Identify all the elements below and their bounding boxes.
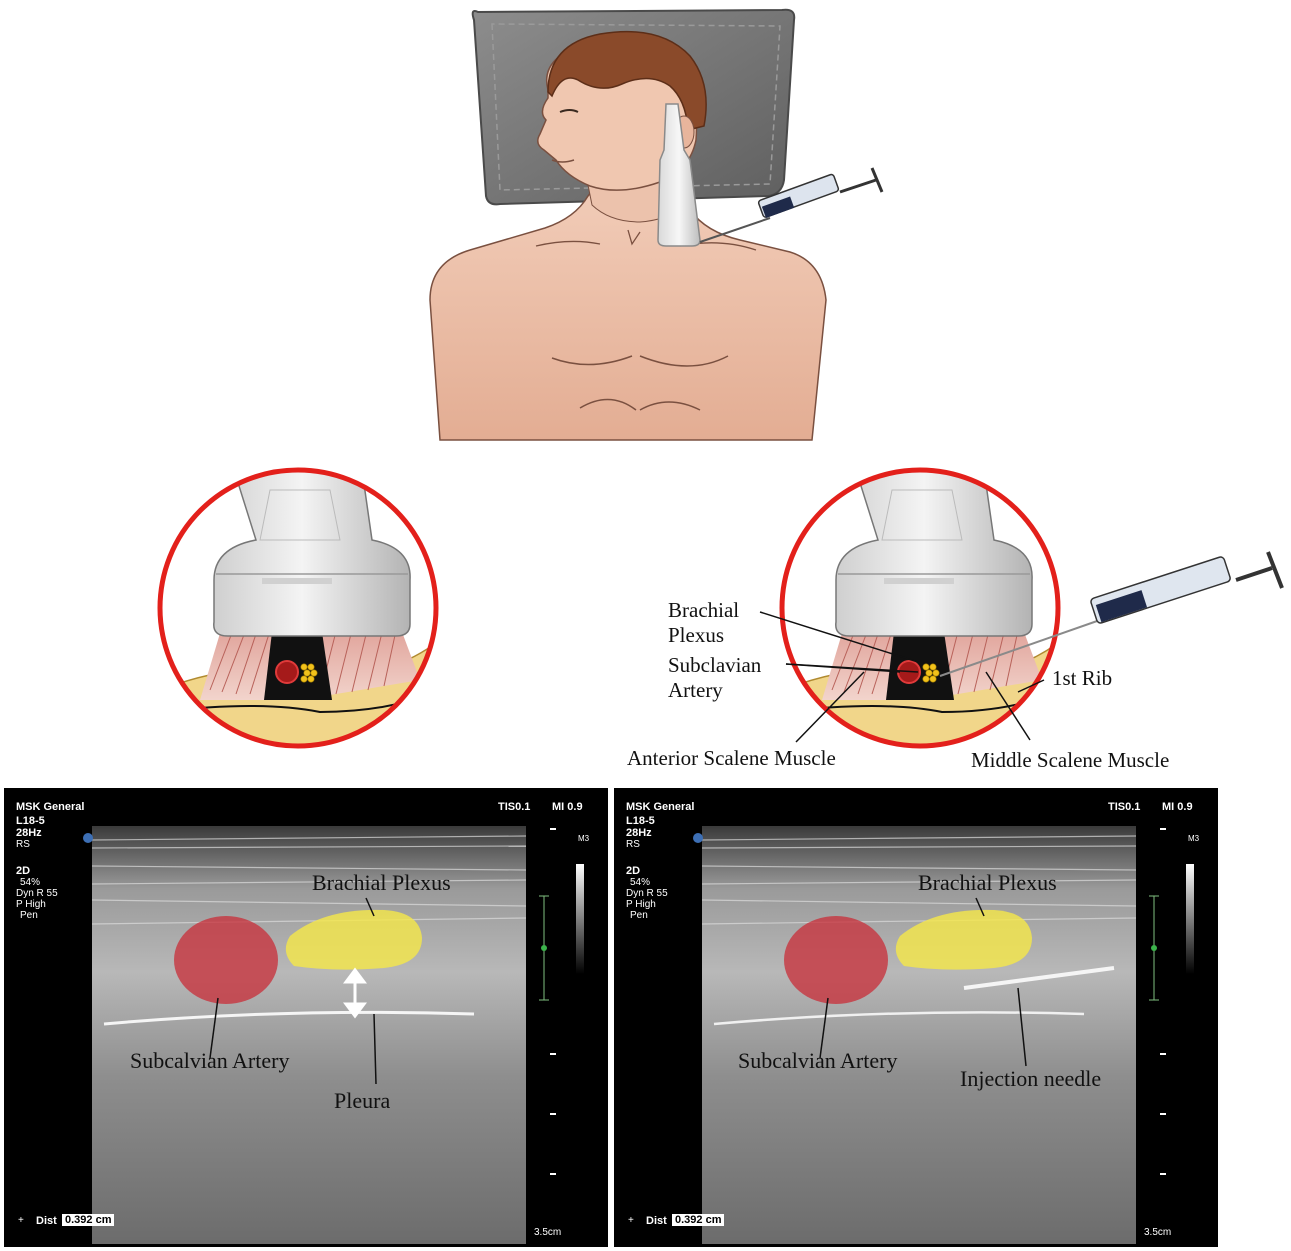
us-gain: 54% <box>20 878 40 888</box>
us-label-plexus: Brachial Plexus <box>918 870 1057 896</box>
us-power: P High <box>626 900 656 910</box>
us-dist-value: 0.392 cm <box>62 1214 114 1226</box>
us-label-plexus: Brachial Plexus <box>312 870 451 896</box>
us-mode: 2D <box>16 866 30 876</box>
ultrasound-image-right <box>614 788 1218 1247</box>
inset-left <box>150 460 450 760</box>
us-probe: L18-5 <box>16 816 45 826</box>
label-brachial-plexus-1: Brachial <box>668 600 739 621</box>
us-preset: MSK General <box>16 802 84 812</box>
label-middle-scalene: Middle Scalene Muscle <box>971 750 1169 771</box>
us-map: M3 <box>578 834 589 844</box>
us-tis: TIS0.1 <box>498 802 530 812</box>
us-pen: Pen <box>630 911 648 921</box>
ultrasound-right: MSK General L18-5 28Hz RS 2D 54% Dyn R 5… <box>614 788 1218 1247</box>
us-gain: 54% <box>630 878 650 888</box>
us-dyn-range: Dyn R 55 <box>626 889 668 899</box>
us-frame-rate: 28Hz <box>16 828 42 838</box>
us-depth: 3.5cm <box>1144 1228 1171 1238</box>
us-label-pleura: Pleura <box>334 1088 390 1114</box>
us-mi: MI 0.9 <box>552 802 583 812</box>
us-mode: 2D <box>626 866 640 876</box>
us-dist-label: Dist <box>36 1216 57 1226</box>
us-tis: TIS0.1 <box>1108 802 1140 812</box>
ultrasound-image-left <box>4 788 608 1247</box>
ultrasound-left: MSK General L18-5 28Hz RS 2D 54% Dyn R 5… <box>4 788 608 1247</box>
label-anterior-scalene: Anterior Scalene Muscle <box>627 748 836 769</box>
us-dyn-range: Dyn R 55 <box>16 889 58 899</box>
label-subclavian-artery-1: Subclavian <box>668 655 761 676</box>
us-mode-rs: RS <box>16 840 30 850</box>
label-first-rib: 1st Rib <box>1052 668 1112 689</box>
us-mode-rs: RS <box>626 840 640 850</box>
inset-right <box>772 460 1072 760</box>
us-label-needle: Injection needle <box>960 1066 1101 1092</box>
us-label-artery: Subcalvian Artery <box>130 1048 289 1074</box>
label-brachial-plexus-2: Plexus <box>668 625 724 646</box>
us-dist-label: Dist <box>646 1216 667 1226</box>
us-map: M3 <box>1188 834 1199 844</box>
us-pen: Pen <box>20 911 38 921</box>
us-probe: L18-5 <box>626 816 655 826</box>
us-mi: MI 0.9 <box>1162 802 1193 812</box>
us-dist-value: 0.392 cm <box>672 1214 724 1226</box>
label-subclavian-artery-2: Artery <box>668 680 723 701</box>
us-dist-icon: + <box>18 1216 24 1226</box>
us-frame-rate: 28Hz <box>626 828 652 838</box>
us-label-artery: Subcalvian Artery <box>738 1048 897 1074</box>
us-dist-icon: + <box>628 1216 634 1226</box>
us-preset: MSK General <box>626 802 694 812</box>
us-power: P High <box>16 900 46 910</box>
us-depth: 3.5cm <box>534 1228 561 1238</box>
